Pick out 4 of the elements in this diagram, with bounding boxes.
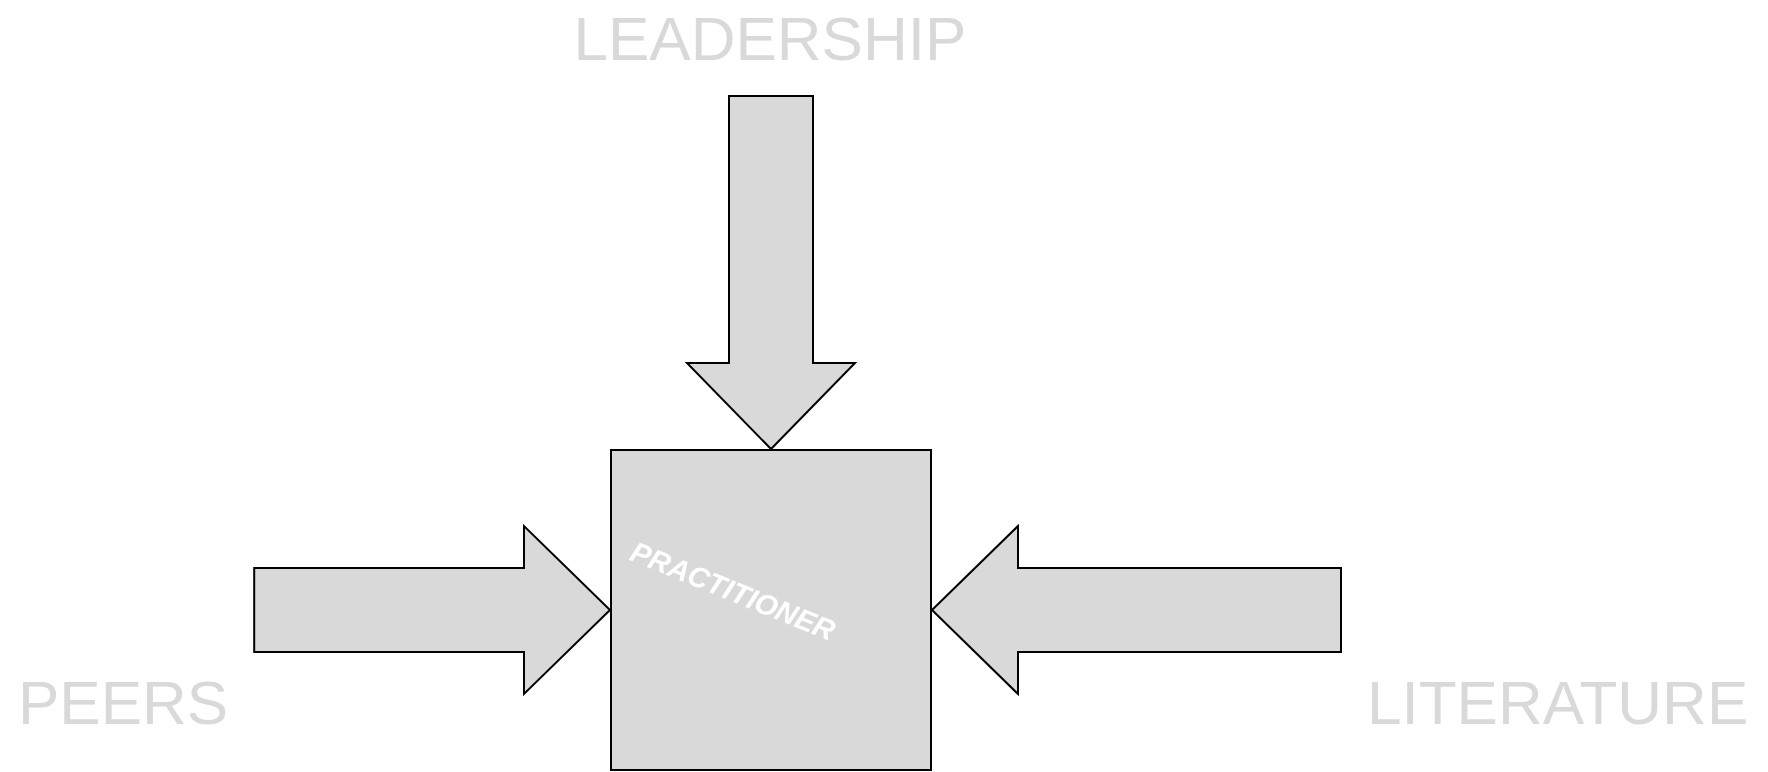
block-arrow [253,523,612,697]
process-box [610,449,932,771]
block-arrow [930,523,1342,697]
block-arrow [684,95,858,451]
